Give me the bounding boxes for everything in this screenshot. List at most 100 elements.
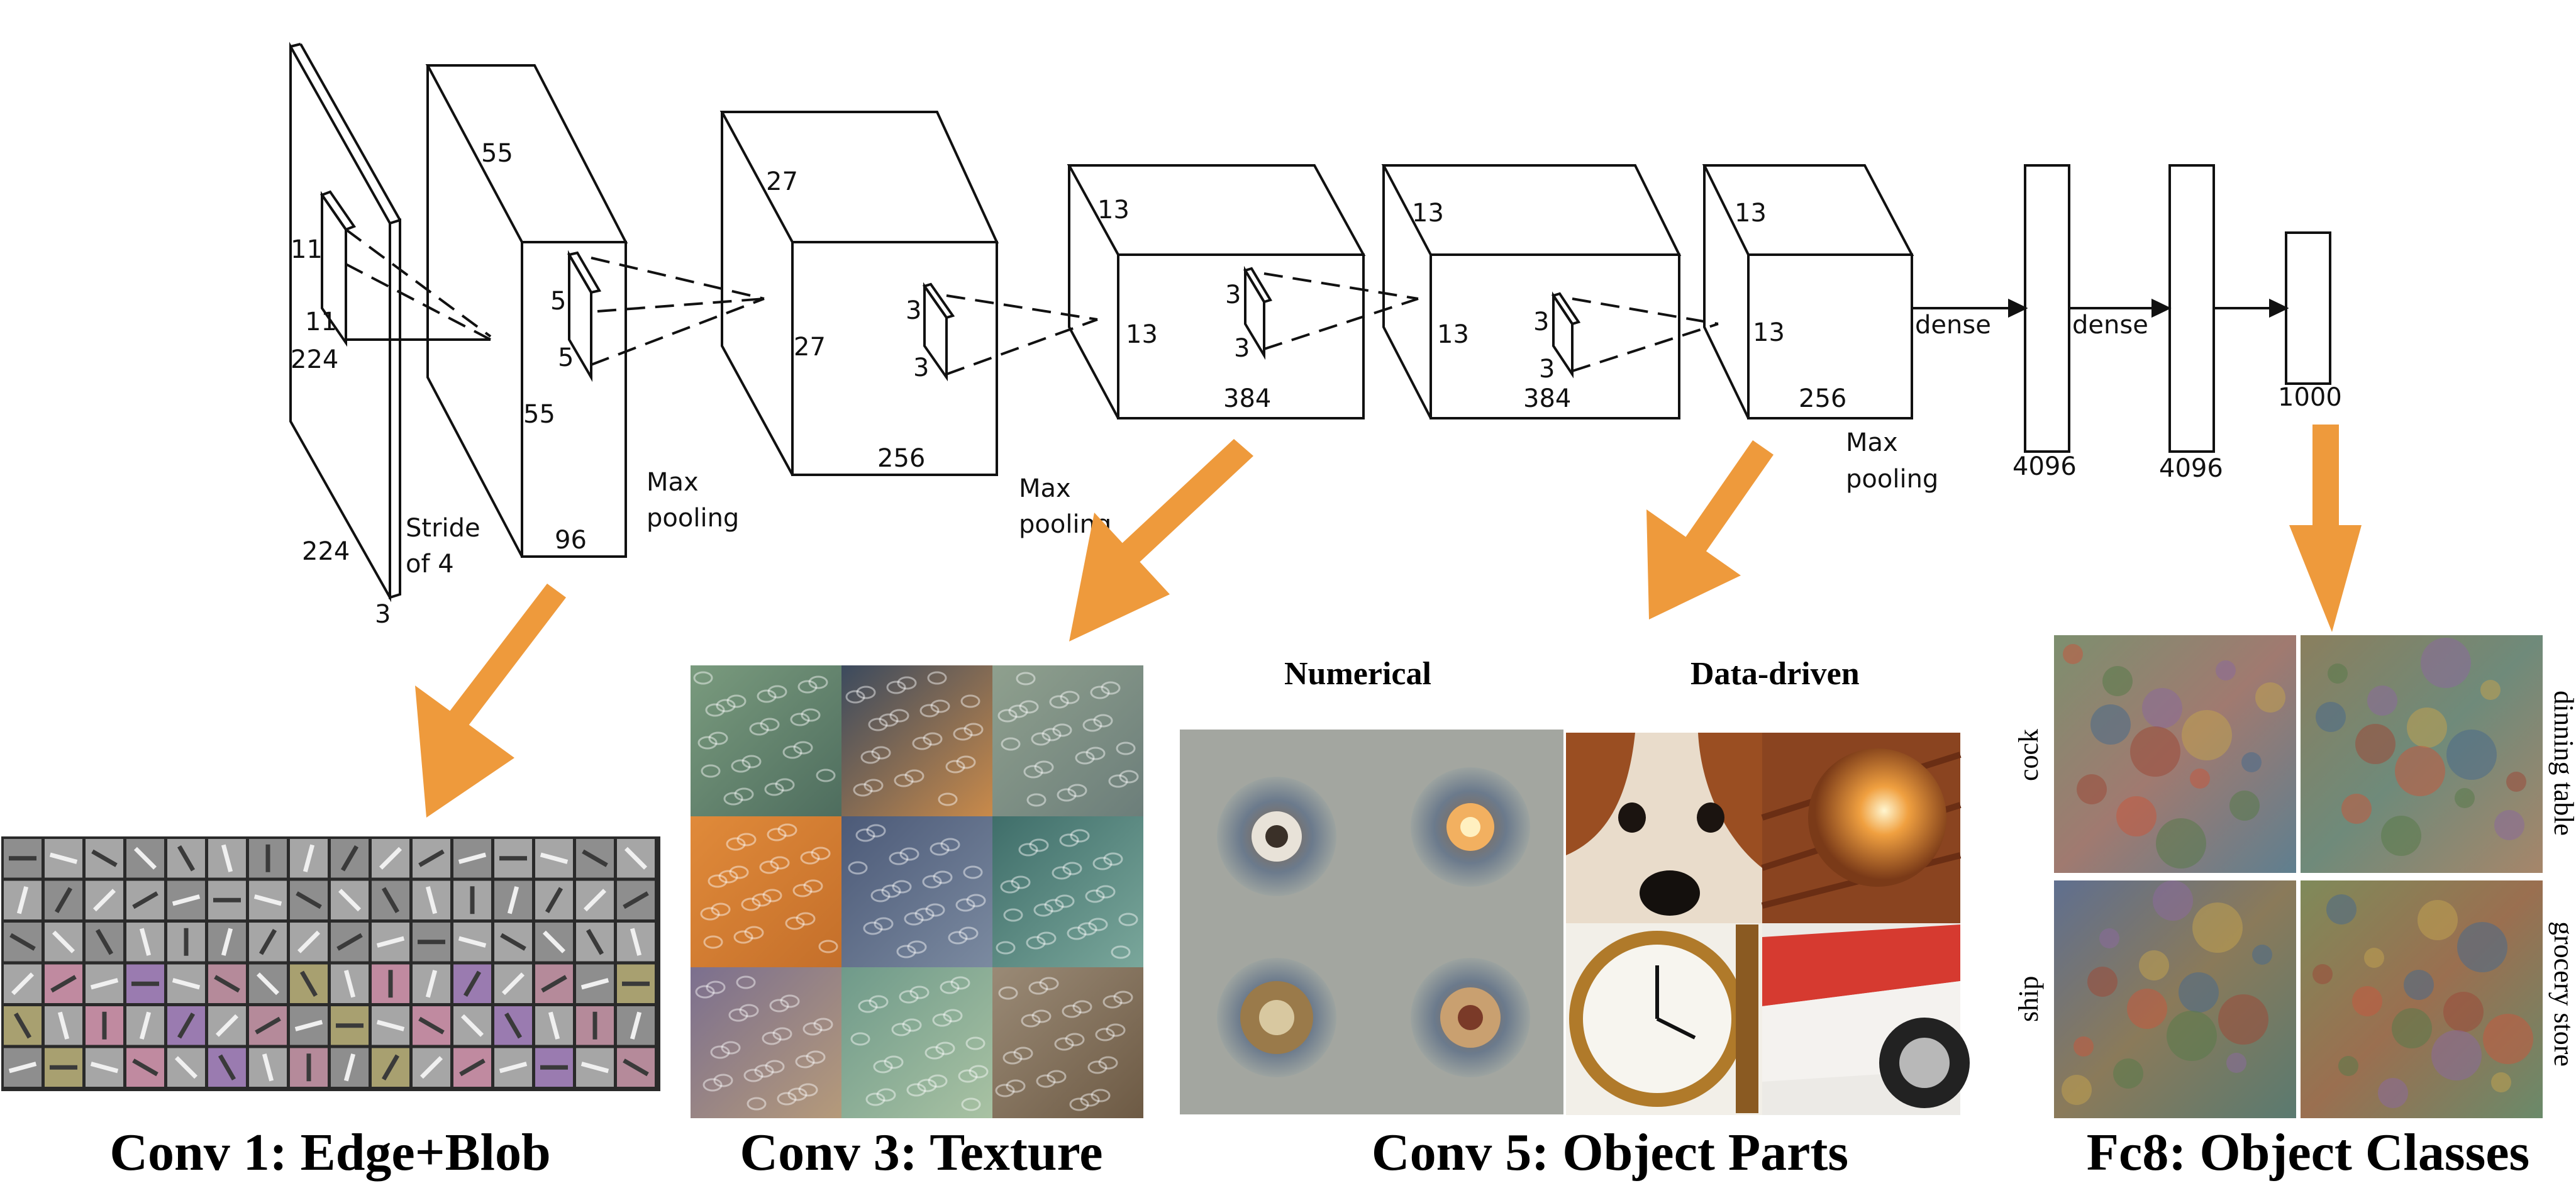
texture-motif	[1082, 718, 1102, 732]
texture-motif	[708, 874, 728, 888]
texture-motif	[713, 1074, 733, 1087]
filter-stripe	[91, 849, 118, 867]
dream-motif	[2378, 1078, 2408, 1108]
texture-motif	[705, 703, 725, 717]
texture-motif	[795, 1055, 815, 1069]
texture-tile	[691, 967, 841, 1118]
texture-motif	[808, 675, 828, 689]
filter-stripe	[418, 1016, 445, 1035]
texture-motif	[736, 833, 757, 847]
class-label-grocery-store: grocery store	[2548, 921, 2576, 1067]
texture-motif	[747, 1097, 767, 1111]
fc8-panel: cock dinning table ship grocery store	[2013, 635, 2576, 1118]
texture-motif	[891, 1023, 911, 1036]
texture-motif	[741, 755, 762, 769]
texture-motif	[744, 926, 764, 940]
texture-motif	[940, 980, 960, 994]
texture-motif	[881, 884, 901, 898]
texture-motif	[945, 760, 965, 774]
texture-motif	[958, 1069, 978, 1083]
dense-connections	[1912, 298, 2289, 318]
filter-stripe	[296, 891, 322, 909]
dream-motif	[2316, 702, 2346, 732]
texture-motif	[958, 926, 979, 940]
texture-motif	[1085, 747, 1106, 760]
filter-stripe	[16, 886, 29, 914]
filter-stripe	[177, 845, 196, 872]
texture-motif	[932, 1013, 952, 1027]
texture-motif	[775, 778, 795, 792]
texture-motif	[1077, 922, 1097, 936]
filter-stripe	[338, 889, 362, 912]
dream-motif	[2153, 880, 2193, 921]
filter-stripe	[381, 1054, 400, 1081]
texture-motif	[863, 921, 883, 935]
texture-motif	[706, 980, 726, 994]
dream-motif	[2130, 726, 2180, 777]
texture-motif	[801, 708, 821, 722]
filter-stripe	[174, 1056, 198, 1079]
class-label-ship: ship	[2013, 976, 2044, 1022]
texture-tile	[841, 665, 992, 816]
texture-tile	[992, 967, 1143, 1118]
texture-motif	[1070, 829, 1090, 843]
texture-motif	[803, 879, 823, 893]
texture-motif	[1021, 1014, 1041, 1028]
texture-motif	[1116, 741, 1136, 755]
input-kernel-h-label: 11	[291, 235, 323, 264]
filter-stripe	[139, 928, 152, 956]
filter-stripe	[630, 928, 642, 956]
dream-motif	[2156, 818, 2206, 869]
conv4-dash-2	[1572, 323, 1719, 372]
texture-motif	[922, 875, 942, 889]
filter-stripe	[624, 847, 648, 870]
filter-stripe	[95, 928, 114, 955]
texture-tile	[992, 816, 1143, 967]
texture-motif	[889, 709, 909, 723]
input-dash-1	[345, 228, 492, 338]
filter-stripe	[460, 1014, 484, 1037]
texture-motif	[871, 746, 891, 760]
texture-motif	[811, 847, 831, 860]
conv5-block	[1702, 164, 1914, 419]
conv3-dim-a-label: 13	[1097, 196, 1130, 225]
dream-motif	[2446, 730, 2497, 780]
texture-motif	[943, 1009, 963, 1023]
texture-motif	[965, 1036, 985, 1050]
filter-stripe	[381, 887, 400, 914]
filter-stripe	[425, 886, 438, 914]
texture-motif	[816, 769, 836, 782]
conv1-kernel-w-label: 5	[558, 343, 574, 372]
texture-motif	[1119, 770, 1139, 784]
texture-motif	[912, 736, 932, 750]
texture-motif	[998, 986, 1018, 1000]
filter-stripe	[548, 1011, 560, 1040]
texture-motif	[1098, 1056, 1118, 1070]
filter-stripe	[258, 928, 277, 955]
texture-motif	[1008, 704, 1028, 718]
filter-stripe	[172, 894, 201, 906]
filter-stripe	[336, 933, 363, 951]
texture-motif	[702, 1078, 723, 1092]
texture-motif	[736, 975, 756, 989]
texture-motif	[802, 1022, 823, 1036]
texture-motif	[869, 995, 889, 1009]
pool3-label-line1: Max	[1846, 428, 1898, 457]
dream-motif	[2127, 989, 2167, 1029]
filter-stripe	[542, 930, 566, 953]
texture-motif	[1067, 926, 1087, 940]
texture-motif	[914, 908, 935, 921]
texture-motif	[1003, 908, 1023, 922]
conv5-depth-label: 256	[1799, 384, 1846, 413]
texture-motif	[935, 1041, 955, 1055]
dream-motif	[2491, 1072, 2511, 1092]
conv3-dim-b-label: 13	[1126, 320, 1158, 349]
dream-motif	[2341, 794, 2372, 824]
conv2-block	[719, 111, 999, 476]
texture-motif	[904, 769, 924, 783]
filter-stripe	[139, 1011, 152, 1040]
filter-stripe	[221, 928, 233, 956]
texture-motif	[1113, 991, 1133, 1004]
texture-motif	[693, 671, 713, 685]
dream-motif	[2113, 1058, 2143, 1089]
